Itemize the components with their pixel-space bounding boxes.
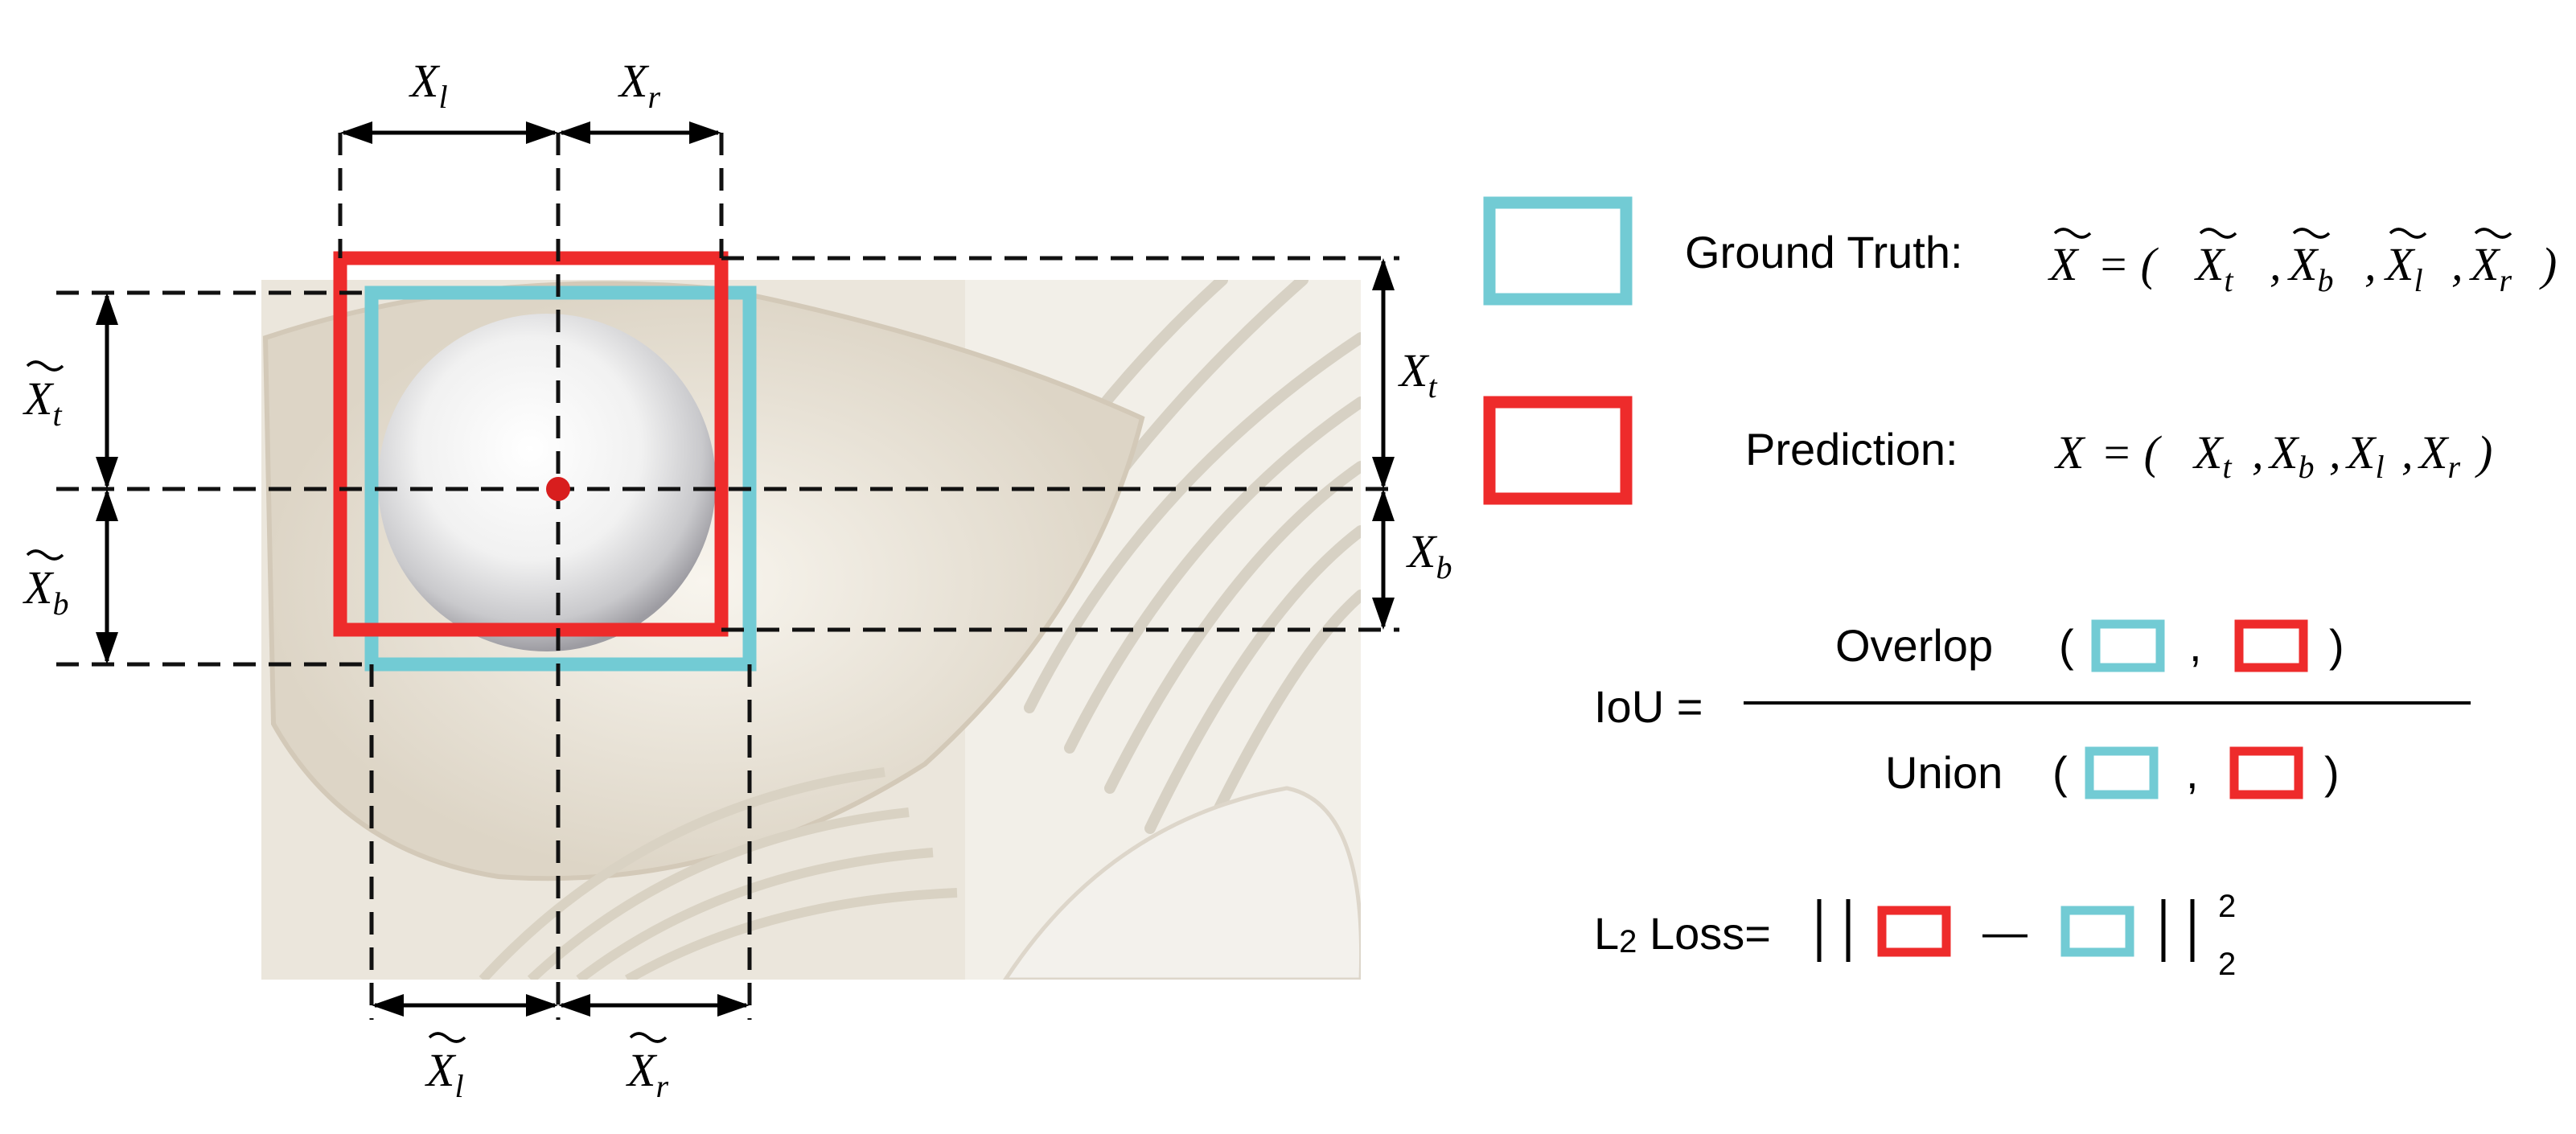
svg-text:,: , [2401,426,2414,479]
prediction-box [333,251,729,637]
svg-text:—: — [1982,906,2028,957]
label-top-right: Xr [618,55,660,115]
svg-text:Xt: Xt [1398,344,1437,405]
svg-text:,: , [2329,426,2341,479]
svg-text:X: X [2054,426,2086,479]
pearl [378,314,716,651]
label-bottom-right: Xr [626,1032,668,1104]
svg-text:Xl: Xl [2384,238,2423,298]
svg-text:Xr: Xr [626,1044,668,1104]
svg-text:): ) [2329,620,2344,671]
center-point [546,477,570,501]
ground-truth-formula: X = ( Xt , Xb , Xl , Xr ) [2048,228,2557,298]
svg-text:(: ( [2052,747,2068,798]
label-left-bottom: Xb [23,549,68,622]
l2-loss-formula: L2 Loss= — 2 2 [1594,889,2236,982]
iou-formula: IoU = Overlop ( , ) Union ( , ) [1594,619,2471,799]
iou-num-gt-swatch [2091,619,2165,672]
svg-text:): ) [2539,238,2557,290]
label-bottom-left: Xl [425,1032,466,1104]
svg-text:(: ( [2059,620,2074,671]
svg-text:L2 Loss=: L2 Loss= [1594,908,1771,959]
svg-text:Xt: Xt [2194,238,2233,298]
legend-ground-truth-swatch [1483,196,1633,306]
svg-text:,: , [2364,238,2377,290]
loss-gt-swatch [2060,906,2134,957]
iou-den-pred-swatch [2229,746,2303,799]
svg-text:Xl: Xl [425,1044,464,1104]
svg-text:Xb: Xb [2268,426,2314,485]
svg-text:Xr: Xr [618,55,660,115]
label-right-top: Xt [1398,344,1437,405]
svg-text:= (: = ( [2097,238,2159,290]
svg-text:,: , [2186,747,2199,798]
svg-text:= (: = ( [2101,426,2163,479]
svg-text:Xt: Xt [23,372,62,433]
svg-text:2: 2 [2218,889,2236,924]
label-right-bottom: Xb [1406,525,1452,585]
legend-prediction-label: Prediction: [1745,424,1958,475]
legend-ground-truth-label: Ground Truth: [1685,227,1963,277]
iou-label: IoU = [1594,681,1703,732]
svg-text:2: 2 [2218,947,2236,982]
svg-text:,: , [2189,620,2202,671]
svg-text:): ) [2324,747,2340,798]
ribbed-shell-bottom [479,767,958,980]
ground-truth-box [364,286,757,672]
svg-text:Xb: Xb [1406,525,1452,585]
svg-text:,: , [2451,238,2463,290]
svg-text:Xl: Xl [409,55,448,115]
iou-den-gt-swatch [2085,746,2159,799]
prediction-formula: X = ( Xt , Xb , Xl , Xr ) [2054,426,2492,485]
svg-text:Xl: Xl [2345,426,2385,485]
iou-numerator: Overlop [1835,620,1993,671]
svg-text:Xr: Xr [2469,238,2512,298]
iou-denominator: Union [1885,747,2003,798]
svg-text:Xt: Xt [2192,426,2232,485]
loss-pred-swatch [1877,906,1951,957]
svg-text:,: , [2252,426,2264,479]
dimension-arrows [96,121,1395,1017]
legend-prediction-swatch [1483,396,1633,505]
svg-text:): ) [2475,426,2492,479]
svg-text:Xb: Xb [23,561,68,622]
svg-text:X: X [2048,238,2080,290]
svg-text:Xr: Xr [2418,426,2460,485]
iou-num-pred-swatch [2234,619,2308,672]
svg-text:Xb: Xb [2287,238,2333,298]
svg-text:,: , [2270,238,2282,290]
label-left-top: Xt [23,360,64,433]
label-top-left: Xl [409,55,448,115]
